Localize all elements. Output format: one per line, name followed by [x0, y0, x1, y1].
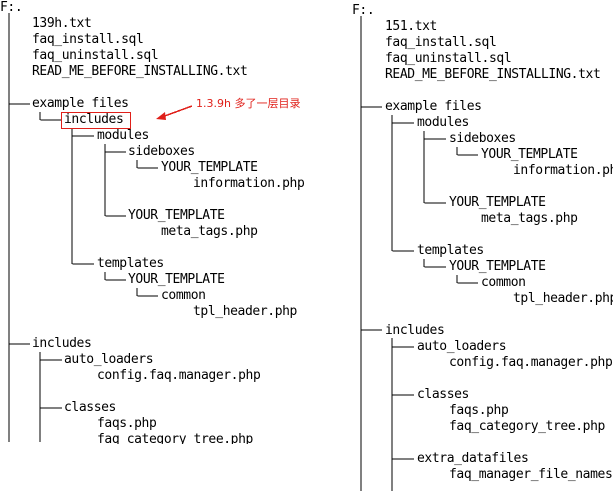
left-file-faqs-php[interactable]: faqs.php	[97, 416, 157, 431]
left-folder-templates[interactable]: templates	[97, 256, 164, 271]
annotation-arrowhead	[156, 112, 166, 120]
left-file-tpl-header-php[interactable]: tpl_header.php	[193, 304, 297, 319]
right-file-readme[interactable]: READ_ME_BEFORE_INSTALLING.txt	[385, 67, 601, 82]
right-folder-modules[interactable]: modules	[417, 115, 469, 130]
left-folder-example-files[interactable]: example files	[32, 96, 129, 111]
left-file-meta-tags-php[interactable]: meta_tags.php	[161, 224, 258, 239]
right-file-information-php[interactable]: information.php	[513, 163, 613, 178]
right-folder-includes[interactable]: includes	[385, 323, 445, 338]
right-folder-sb-your-template[interactable]: YOUR_TEMPLATE	[481, 147, 578, 162]
right-file-faq-uninstall[interactable]: faq_uninstall.sql	[385, 51, 512, 66]
left-folder-auto-loaders[interactable]: auto_loaders	[64, 352, 154, 367]
left-file-information-php[interactable]: information.php	[193, 176, 305, 191]
left-folder-tpl-your-template[interactable]: YOUR_TEMPLATE	[128, 272, 225, 287]
right-tree-panel: F:. 151.txt faq_install.sql faq_uninstal…	[352, 0, 613, 491]
right-file-tpl-header-php[interactable]: tpl_header.php	[513, 291, 613, 306]
right-file-faq-manager-file-names[interactable]: faq_manager_file_names.php	[449, 467, 613, 482]
right-root-label: F:.	[352, 3, 375, 18]
left-panel-cutoff	[0, 444, 350, 491]
right-file-151[interactable]: 151.txt	[385, 19, 437, 34]
left-folder-includes[interactable]: includes	[32, 336, 92, 351]
panel-divider	[350, 0, 352, 491]
left-file-139h[interactable]: 139h.txt	[32, 16, 92, 31]
right-folder-templates[interactable]: templates	[417, 243, 484, 258]
left-file-config-php[interactable]: config.faq.manager.php	[97, 368, 261, 383]
left-folder-classes[interactable]: classes	[64, 400, 116, 415]
left-folder-common[interactable]: common	[161, 288, 206, 303]
right-file-faq-category-tree-php[interactable]: faq_category_tree.php	[449, 419, 605, 434]
left-folder-example-includes[interactable]: includes	[64, 112, 124, 127]
annotation-text: 1.3.9h 多了一层目录	[196, 97, 301, 110]
left-file-faq-category-tree-php[interactable]: faq_category_tree.php	[97, 432, 253, 447]
right-file-faqs-php[interactable]: faqs.php	[449, 403, 509, 418]
left-file-faq-uninstall[interactable]: faq_uninstall.sql	[32, 48, 159, 63]
right-folder-sideboxes[interactable]: sideboxes	[449, 131, 516, 146]
left-folder-sb-your-template[interactable]: YOUR_TEMPLATE	[161, 160, 258, 175]
right-folder-auto-loaders[interactable]: auto_loaders	[417, 339, 507, 354]
left-tree-panel: F:. 139h.txt faq_install.sql faq_uninsta…	[0, 0, 350, 491]
right-file-config-php[interactable]: config.faq.manager.php	[449, 355, 613, 370]
left-root-label: F:.	[0, 0, 23, 15]
right-folder-common[interactable]: common	[481, 275, 526, 290]
left-folder-sideboxes[interactable]: sideboxes	[128, 144, 195, 159]
right-folder-tpl-your-template[interactable]: YOUR_TEMPLATE	[449, 259, 546, 274]
right-folder-example-files[interactable]: example files	[385, 99, 482, 114]
right-file-meta-tags-php[interactable]: meta_tags.php	[481, 211, 578, 226]
left-file-readme[interactable]: READ_ME_BEFORE_INSTALLING.txt	[32, 64, 248, 79]
left-folder-mod-your-template[interactable]: YOUR_TEMPLATE	[128, 208, 225, 223]
left-file-faq-install[interactable]: faq_install.sql	[32, 32, 144, 47]
right-folder-mod-your-template[interactable]: YOUR_TEMPLATE	[449, 195, 546, 210]
left-folder-modules[interactable]: modules	[97, 128, 149, 143]
right-folder-extra-datafiles[interactable]: extra_datafiles	[417, 451, 529, 466]
highlight-box	[61, 112, 131, 129]
right-folder-classes[interactable]: classes	[417, 387, 469, 402]
right-file-faq-install[interactable]: faq_install.sql	[385, 35, 497, 50]
